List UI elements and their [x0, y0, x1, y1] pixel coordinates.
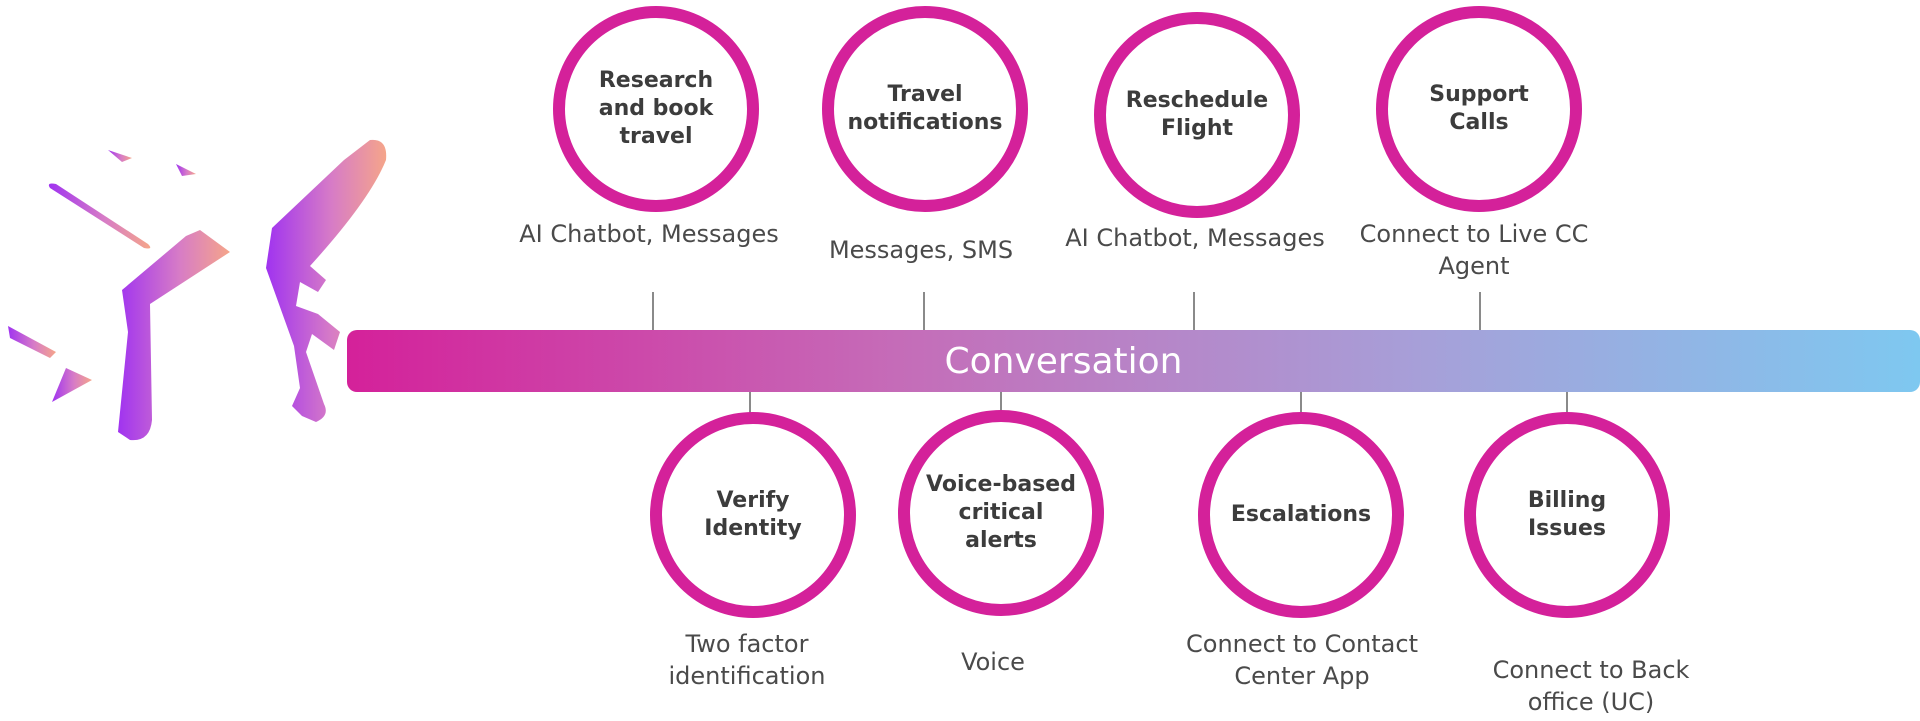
connector-bottom-3: [1300, 392, 1302, 414]
connector-bottom-2: [1000, 392, 1002, 412]
subtitle-travel-notifications: Messages, SMS: [828, 236, 1014, 264]
subtitle-verify-identity: Two factor identification: [668, 630, 826, 690]
circle-verify-identity: Verify Identity: [650, 412, 856, 618]
circle-title: Verify Identity: [704, 488, 802, 541]
circle-title: Billing Issues: [1527, 488, 1607, 541]
circle-escalations: Escalations: [1198, 412, 1404, 618]
circle-title: Research and book travel: [598, 68, 714, 149]
airplane-icon: [8, 139, 387, 441]
subtitle-billing-issues: Connect to Back office (UC): [1492, 656, 1690, 716]
circle-research-book-travel: Research and book travel: [553, 6, 759, 212]
subtitle-voice-critical-alerts: Voice: [961, 648, 1025, 676]
circle-title: Support Calls: [1429, 82, 1529, 135]
subtitle-escalations: Connect to Contact Center App: [1186, 630, 1418, 690]
conversation-bar: Conversation: [347, 330, 1920, 392]
circle-travel-notifications: Travel notifications: [822, 6, 1028, 212]
connector-top-2: [923, 292, 925, 330]
circle-billing-issues: Billing Issues: [1464, 412, 1670, 618]
circle-title: Travel notifications: [847, 82, 1003, 135]
circle-title: Voice-based critical alerts: [926, 472, 1076, 553]
connector-top-1: [652, 292, 654, 330]
subtitle-reschedule-flight: AI Chatbot, Messages: [1065, 224, 1325, 252]
subtitle-research-book-travel: AI Chatbot, Messages: [519, 220, 779, 248]
subtitle-support-calls: Connect to Live CC Agent: [1359, 220, 1589, 280]
conversation-label: Conversation: [944, 340, 1183, 382]
circle-voice-critical-alerts: Voice-based critical alerts: [898, 410, 1104, 616]
connector-top-4: [1479, 292, 1481, 330]
connector-bottom-4: [1566, 392, 1568, 414]
circle-title: Escalations: [1230, 502, 1372, 527]
circle-support-calls: Support Calls: [1376, 6, 1582, 212]
connector-top-3: [1193, 292, 1195, 330]
connector-bottom-1: [749, 392, 751, 414]
circle-title: Reschedule Flight: [1125, 88, 1269, 141]
circle-reschedule-flight: Reschedule Flight: [1094, 12, 1300, 218]
